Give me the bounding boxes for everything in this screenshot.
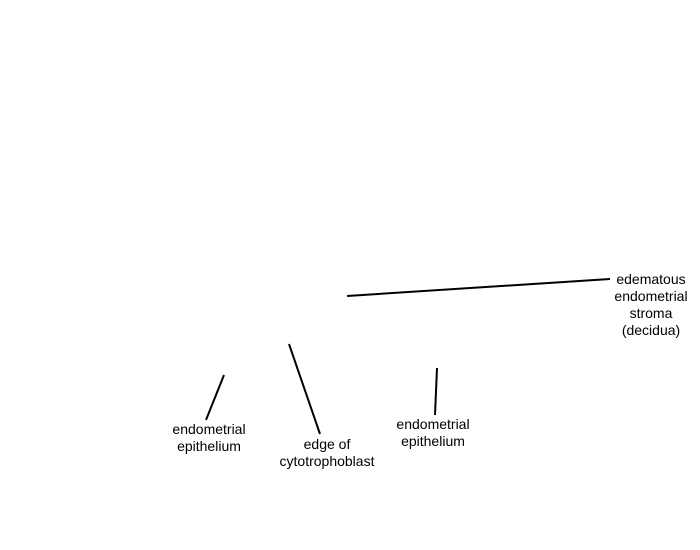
epithelium-left-label-line: endometrial: [172, 421, 246, 437]
epithelium-left-leader-line: [205, 374, 225, 421]
stroma-label-line: endometrial: [614, 288, 688, 304]
cytotrophoblast-label: edge of cytotrophoblast: [270, 436, 384, 470]
epithelium-left-label: endometrial epithelium: [160, 421, 258, 455]
stroma-label-line: (decidua): [621, 322, 681, 338]
cytotrophoblast-leader-line: [288, 343, 321, 435]
stroma-label-line: edematous: [616, 271, 686, 287]
epithelium-left-label-line: epithelium: [177, 438, 241, 454]
cytotrophoblast-label-line: edge of: [303, 436, 351, 452]
epithelium-right-label-line: epithelium: [401, 433, 465, 449]
cytotrophoblast-label-line: cytotrophoblast: [279, 453, 375, 469]
epithelium-right-label-line: endometrial: [396, 416, 470, 432]
stroma-leader-line: [346, 278, 611, 297]
epithelium-right-leader-line: [434, 367, 438, 416]
epithelium-right-label: endometrial epithelium: [384, 416, 482, 450]
stroma-label: edematous endometrial stroma (decidua): [608, 271, 694, 339]
stroma-label-line: stroma: [629, 305, 673, 321]
